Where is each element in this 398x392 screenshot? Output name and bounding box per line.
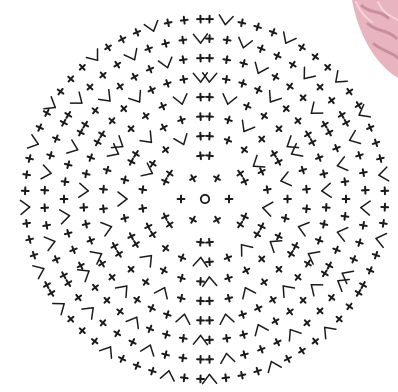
single-crochet-stitch (112, 243, 118, 249)
single-crochet-stitch (119, 36, 125, 42)
single-crochet-stitch (274, 53, 280, 59)
single-crochet-stitch (61, 120, 67, 126)
single-crochet-stitch (285, 356, 291, 362)
single-crochet-stitch (326, 263, 332, 269)
single-crochet-stitch (128, 233, 134, 239)
single-crochet-stitch (78, 129, 84, 135)
single-crochet-stitch (119, 356, 125, 362)
single-crochet-stitch (128, 159, 134, 165)
single-crochet-stitch (61, 272, 67, 278)
single-crochet-stitch (326, 129, 332, 135)
single-crochet-stitch (276, 159, 282, 165)
single-crochet-stitch (95, 139, 101, 145)
single-crochet-stitch (309, 139, 315, 145)
single-crochet-stitch (274, 339, 280, 345)
single-crochet-stitch (276, 233, 282, 239)
single-crochet-stitch (130, 339, 136, 345)
single-crochet-stitch (343, 120, 349, 126)
single-crochet-stitch (293, 243, 299, 249)
single-crochet-stitch (78, 263, 84, 269)
